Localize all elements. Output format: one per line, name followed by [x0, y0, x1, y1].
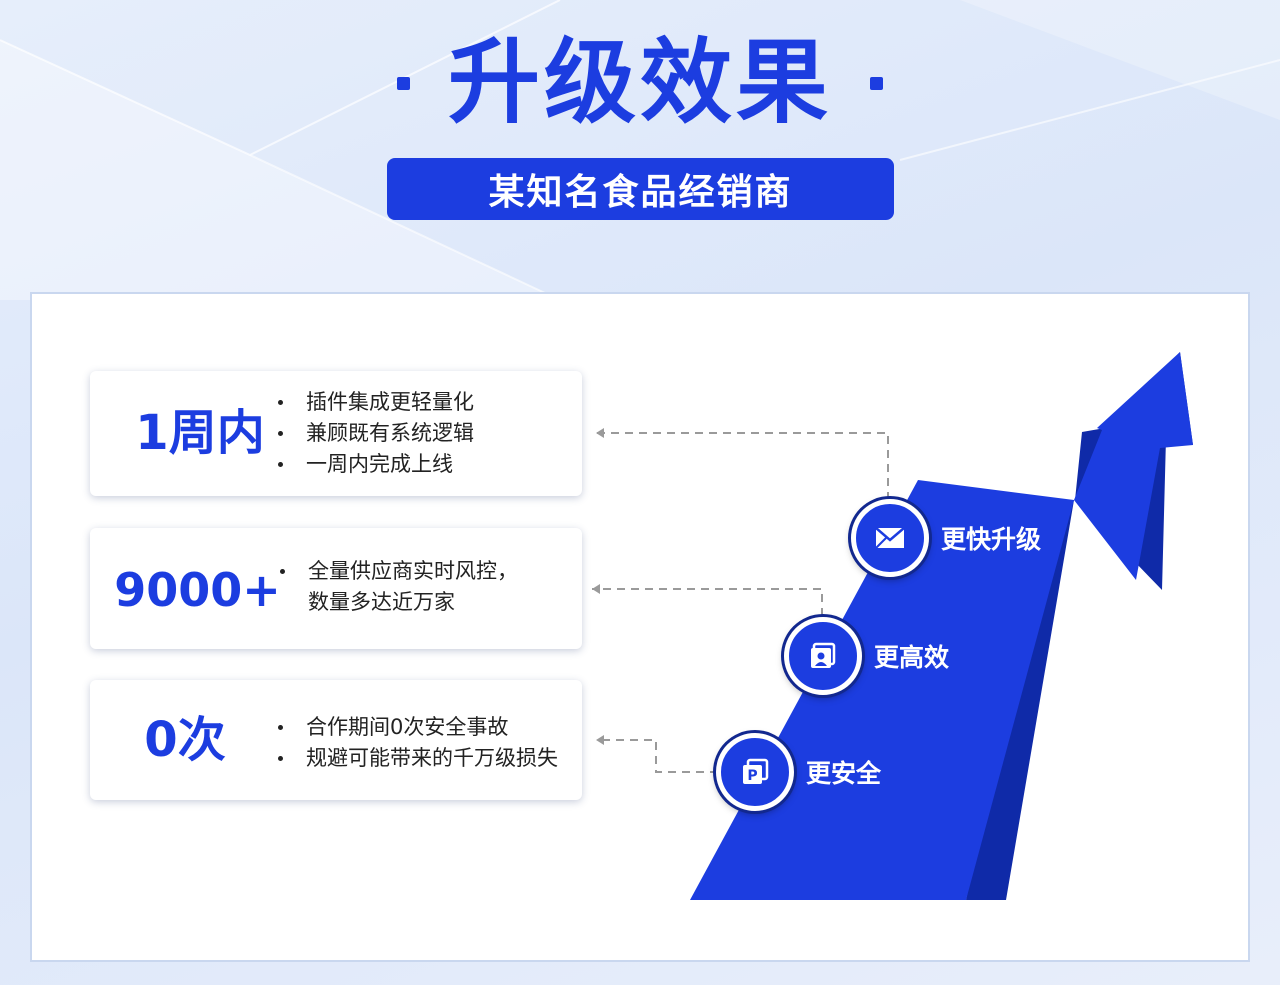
bullet-list: 全量供应商实时风控， 数量多达近万家	[278, 556, 518, 618]
list-item: 全量供应商实时风控，	[278, 556, 518, 587]
envelope-icon	[875, 527, 905, 549]
step-more-efficient: 更高效	[784, 617, 949, 695]
id-card-icon	[811, 642, 836, 668]
list-item: 规避可能带来的千万级损失	[276, 743, 558, 774]
connector-arrowhead-3	[596, 735, 604, 745]
stat-card-1: 1周内 插件集成更轻量化 兼顾既有系统逻辑 一周内完成上线	[90, 371, 582, 496]
step-label: 更安全	[806, 759, 882, 788]
step-label: 更快升级	[941, 525, 1042, 554]
svg-text:P: P	[747, 768, 757, 784]
list-item: 一周内完成上线	[276, 449, 474, 480]
connector-arrowhead-1	[596, 428, 604, 438]
bullet-list: 合作期间0次安全事故 规避可能带来的千万级损失	[276, 712, 558, 774]
title-dot-left	[396, 76, 410, 90]
page-title: 升级效果	[447, 29, 832, 136]
parking-sign-icon: P	[743, 758, 769, 784]
list-item-continuation: 数量多达近万家	[308, 590, 455, 614]
connector-line-1	[596, 432, 889, 500]
connector-arrowhead-2	[592, 584, 600, 594]
stat-value: 9000+	[114, 563, 281, 617]
step-faster-upgrade: 更快升级	[851, 499, 1041, 577]
list-item: 合作期间0次安全事故	[276, 712, 558, 743]
step-label: 更高效	[874, 643, 950, 672]
list-item: 兼顾既有系统逻辑	[276, 418, 474, 449]
connector-line-3	[596, 739, 718, 773]
step-more-secure: P 更安全	[716, 733, 881, 811]
title-row: 升级效果	[0, 28, 1280, 138]
subtitle-text: 某知名食品经销商	[488, 172, 793, 213]
stat-value: 0次	[144, 712, 226, 768]
stat-card-2: 9000+ 全量供应商实时风控， 数量多达近万家	[90, 528, 582, 649]
list-item: 插件集成更轻量化	[276, 387, 474, 418]
subtitle-badge: 某知名食品经销商	[387, 158, 894, 220]
step-circle: P	[716, 733, 794, 811]
arrow-head-front	[1074, 352, 1193, 580]
stat-value: 1周内	[135, 405, 265, 461]
step-circle	[784, 617, 862, 695]
bullet-list: 插件集成更轻量化 兼顾既有系统逻辑 一周内完成上线	[276, 387, 474, 480]
connector-line-2	[592, 588, 823, 616]
title-dot-right	[870, 76, 883, 90]
step-circle	[851, 499, 929, 577]
stat-card-3: 0次 合作期间0次安全事故 规避可能带来的千万级损失	[90, 680, 582, 800]
